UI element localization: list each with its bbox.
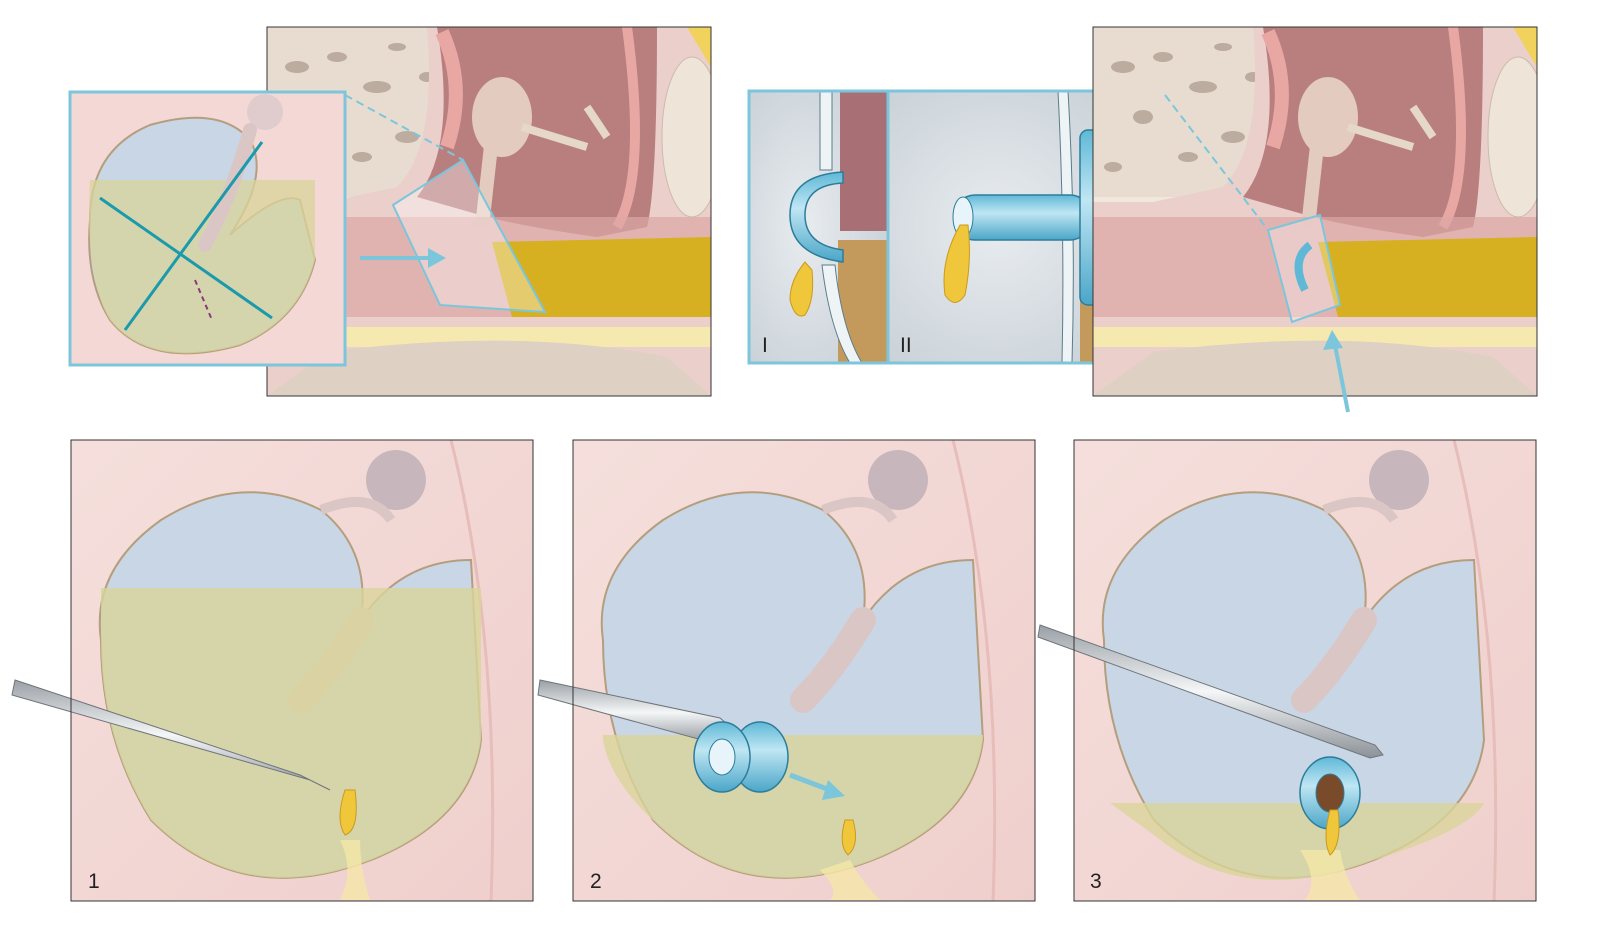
inset-incision-sites [68,90,347,367]
panel-top-left-anatomy [266,26,712,397]
myringotome-instrument [11,679,331,791]
pick-instrument [1037,624,1384,759]
t-tube-icon [954,194,1091,241]
step-label-1: 1 [88,870,100,893]
panel-step-1-incision: 1 [11,439,534,902]
step-label-3: 3 [1090,870,1102,893]
arrow-icon [1332,339,1350,413]
panel-step-2-tube-insertion: 2 [537,439,1036,902]
pus-drop-icon [789,261,814,317]
ventilation-tube-icon [789,171,844,263]
inset-tube-detail-I: I [749,90,888,364]
ventilation-tube-icon [1294,241,1313,292]
inset-label-II: II [900,334,912,357]
panel-step-3-tube-placed: 3 [1037,439,1537,902]
step-label-2: 2 [590,870,602,893]
eardrum-highlight [391,158,547,314]
panel-top-right-anatomy [1092,26,1538,413]
inset-label-I: I [762,334,768,357]
pus-drop-icon [943,224,970,303]
